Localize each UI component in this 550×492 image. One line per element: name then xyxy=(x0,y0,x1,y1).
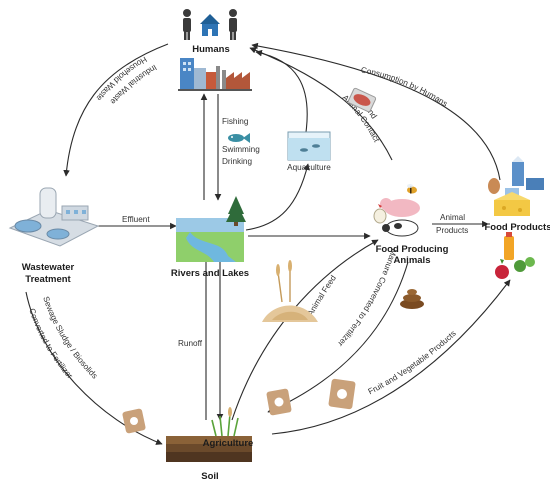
house-icon xyxy=(200,14,220,36)
bee-icon xyxy=(407,184,417,194)
vegetables-icon xyxy=(495,257,535,279)
label-fishing: Fishing xyxy=(222,117,249,126)
arrow-humans-to-wastewater xyxy=(63,43,169,177)
juice-icon xyxy=(504,232,514,260)
arrow-agriculture-to-foodproducts xyxy=(271,279,511,435)
label-effluent: Effluent xyxy=(122,215,150,224)
arrow-wastewater-to-soil xyxy=(25,291,163,445)
label-drinking: Drinking xyxy=(222,157,252,166)
egg-icon xyxy=(488,178,500,194)
tree-icon xyxy=(226,196,246,226)
farm-animals-icon xyxy=(373,198,420,237)
manure-icon xyxy=(400,289,424,309)
node-soil: Soil xyxy=(201,471,218,482)
node-rivers: Rivers and Lakes xyxy=(171,268,249,279)
cheese-icon xyxy=(494,192,530,216)
node-wastewater-2: Treatment xyxy=(25,274,71,285)
fish-icon xyxy=(228,133,250,143)
label-animal-products-1: Animal xyxy=(440,213,465,222)
meat-icon xyxy=(347,87,377,113)
soil-icon xyxy=(166,436,252,462)
crops-icon xyxy=(211,407,239,437)
fish-tank-icon xyxy=(287,131,331,161)
fertilizer-bag-icon xyxy=(122,378,356,434)
label-sewage: Sewage Sludge / Biosolids xyxy=(41,295,99,380)
dairy-icon xyxy=(505,156,544,198)
arrow-rivers-to-aquaculture xyxy=(245,163,310,231)
people-icon xyxy=(183,9,237,40)
node-wastewater-1: Wastewater xyxy=(22,262,75,273)
city-icon xyxy=(178,58,252,91)
arrow-animals-to-humans xyxy=(249,47,393,161)
arrow-foodproducts-to-humans xyxy=(251,42,501,181)
arrow-animals-to-agriculture xyxy=(267,261,409,413)
node-agriculture: Agriculture xyxy=(203,438,254,449)
label-swimming: Swimming xyxy=(222,145,260,154)
label-fruit-veg: Fruit and Vegetable Products xyxy=(367,329,458,396)
treatment-plant-icon xyxy=(8,187,100,247)
wheat-icon xyxy=(276,260,292,303)
node-animals-1: Food Producing xyxy=(376,244,449,255)
node-aquaculture: Aquaculture xyxy=(287,163,331,172)
label-manure: Manure Converted to Fertilizer xyxy=(336,247,399,348)
label-runoff: Runoff xyxy=(178,339,203,348)
label-animal-products-2: Products xyxy=(436,226,468,235)
node-food-products: Food Products xyxy=(484,222,550,233)
node-humans: Humans xyxy=(192,44,229,55)
arrow-aquaculture-to-humans xyxy=(255,49,308,133)
feed-pile-icon xyxy=(262,305,318,322)
node-animals-2: Animals xyxy=(394,255,431,266)
lake-icon xyxy=(176,218,244,262)
